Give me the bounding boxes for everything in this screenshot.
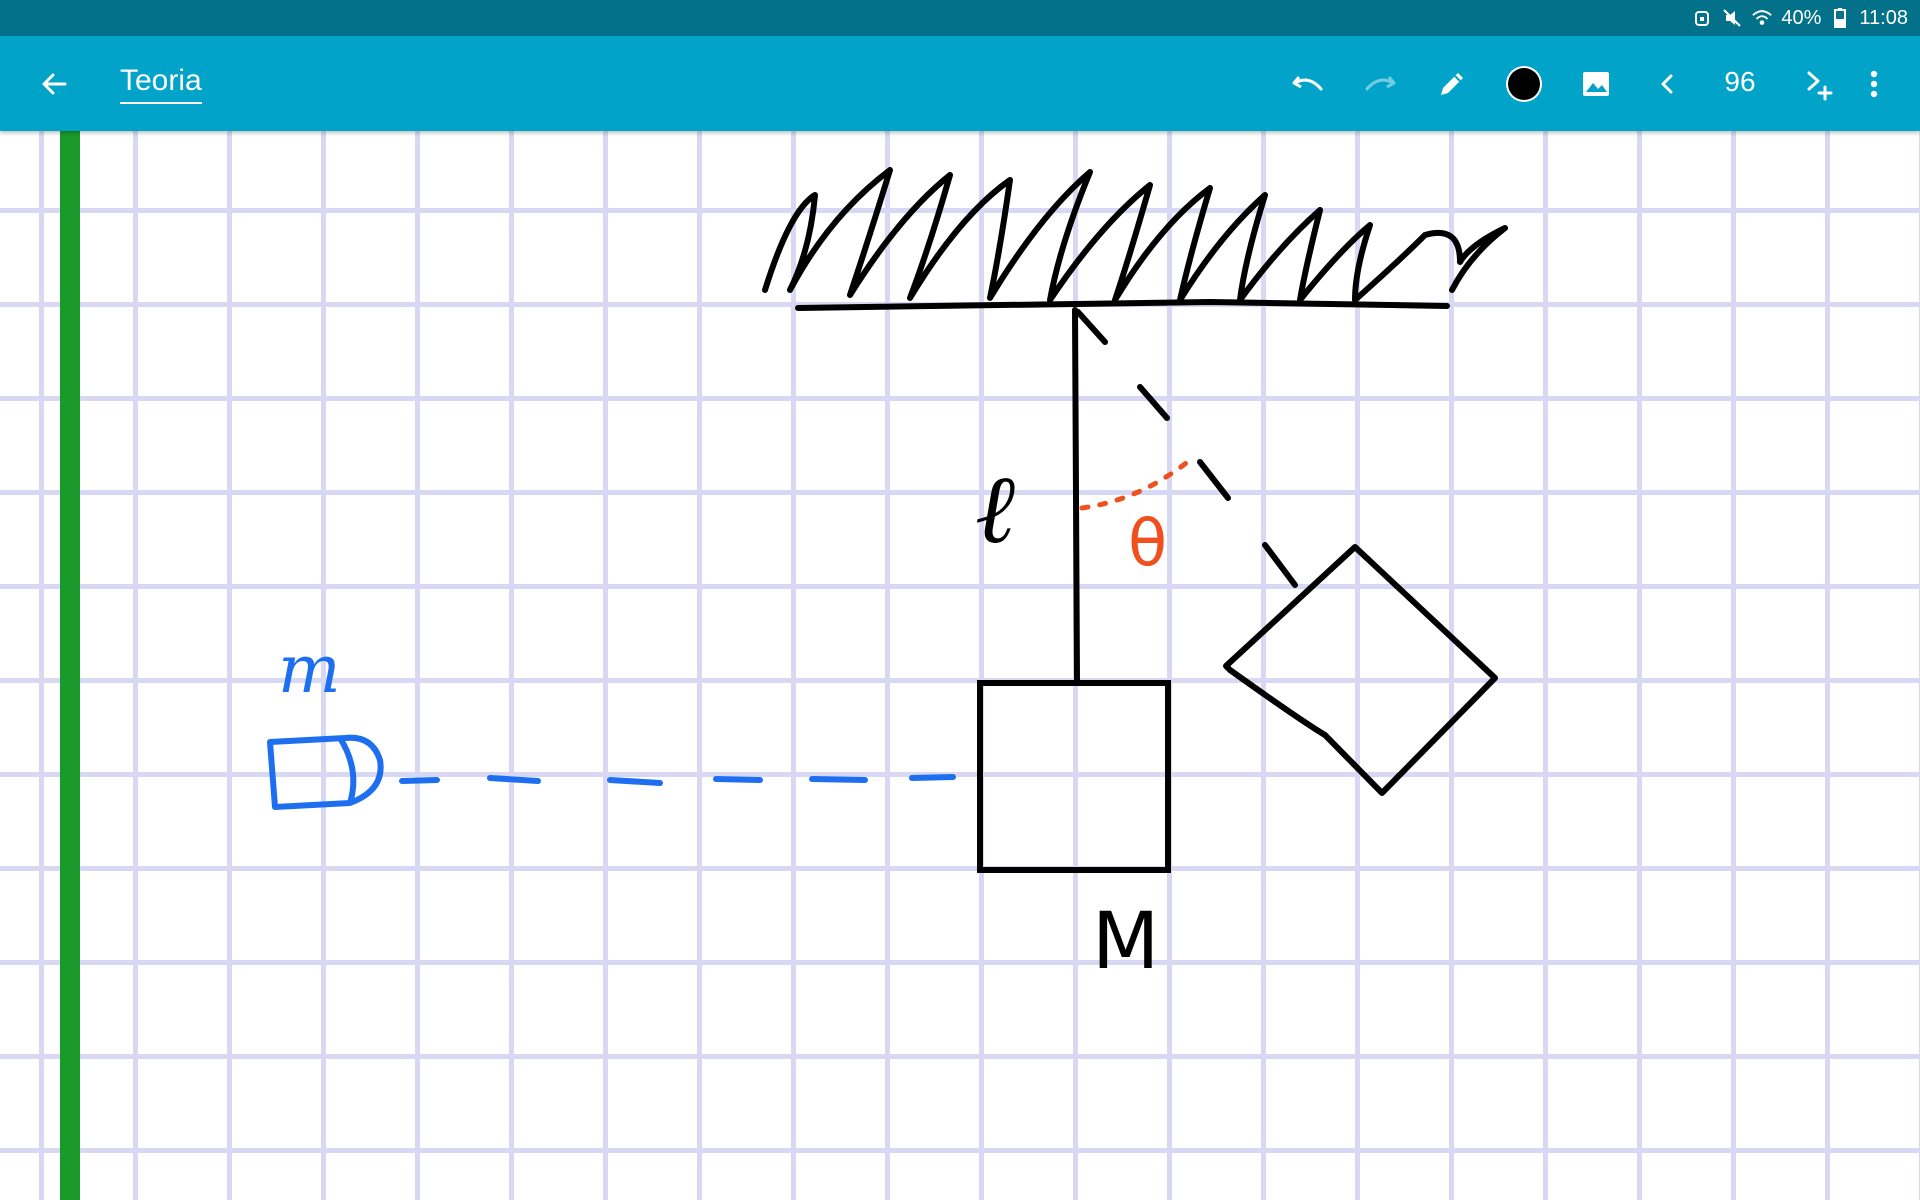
color-picker-button[interactable] — [1500, 60, 1548, 108]
redo-icon — [1365, 76, 1396, 91]
ceiling-hatching — [762, 167, 1508, 303]
displaced-block — [1223, 544, 1498, 796]
pendulum-string — [1072, 307, 1080, 683]
more-options-button[interactable] — [1850, 60, 1898, 108]
next-page-add-icon — [1807, 71, 1833, 101]
previous-page-button[interactable] — [1644, 60, 1692, 108]
mass-m-label: m — [278, 631, 341, 708]
note-canvas[interactable] — [0, 131, 1920, 1200]
bullet-trajectory — [399, 774, 956, 786]
app-bar: Teoria 96 — [0, 36, 1920, 131]
notebook-title[interactable]: Teoria — [120, 64, 202, 104]
battery-icon — [1829, 7, 1851, 29]
margin-line — [60, 131, 80, 1200]
battery-percent: 40% — [1781, 6, 1822, 29]
angle-arc — [1079, 457, 1193, 511]
ceiling-line — [795, 298, 1450, 311]
angle-label: θ — [1128, 507, 1167, 581]
undo-button[interactable] — [1284, 60, 1332, 108]
clock: 11:08 — [1859, 6, 1908, 29]
displaced-string-dashed — [1075, 309, 1298, 588]
mute-icon — [1721, 7, 1743, 29]
next-page-add-button[interactable] — [1794, 60, 1842, 108]
status-bar: 40% 11:08 — [0, 0, 1920, 36]
insert-image-button[interactable] — [1572, 60, 1620, 108]
more-vert-icon — [1870, 70, 1878, 98]
image-icon — [1583, 72, 1609, 96]
alarm-icon — [1691, 7, 1713, 29]
pen-tool-button[interactable] — [1428, 60, 1476, 108]
wifi-icon — [1751, 7, 1773, 29]
prev-page-icon — [1661, 74, 1673, 94]
back-arrow-icon — [42, 73, 67, 95]
color-circle-icon — [1506, 66, 1542, 102]
redo-button[interactable] — [1356, 60, 1404, 108]
page-number: 96 — [1724, 66, 1756, 97]
bullet — [267, 734, 384, 810]
mass-M-label: M — [1092, 897, 1159, 987]
undo-icon — [1292, 76, 1323, 91]
back-button[interactable] — [30, 60, 78, 108]
length-label: ℓ — [975, 453, 1015, 565]
block-M — [977, 680, 1171, 873]
pen-icon — [1441, 73, 1463, 95]
